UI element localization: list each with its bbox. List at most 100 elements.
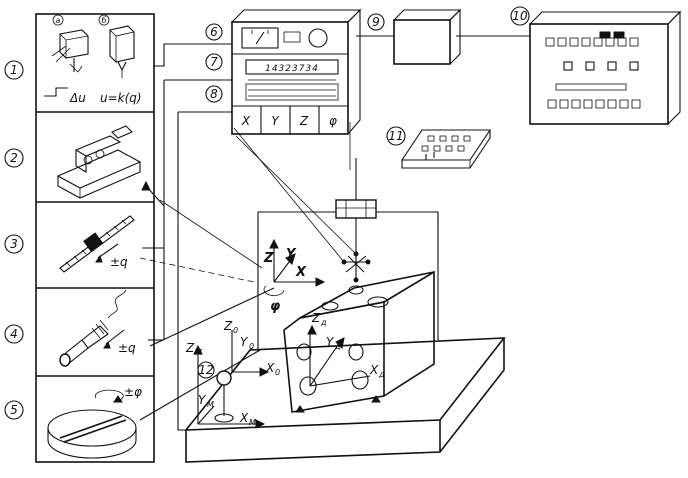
svg-text:±q: ±q [118, 341, 136, 355]
callout-7: 7 [205, 53, 223, 71]
axis-button-x: X [241, 114, 251, 128]
console-key [585, 61, 595, 71]
signal-arrow [141, 180, 151, 191]
svg-text:5: 5 [10, 403, 18, 417]
svg-text:0: 0 [233, 326, 238, 335]
svg-text:Y: Y [198, 393, 207, 407]
console-key [629, 61, 639, 71]
svg-text:11: 11 [388, 129, 403, 143]
sensor-type-a: a Δu [44, 14, 89, 105]
signal-line [159, 199, 263, 269]
svg-text:6: 6 [210, 25, 218, 39]
signal-line [235, 135, 357, 255]
counter-unit: 14323734 X Y Z φ 6 7 8 [205, 8, 362, 135]
sensor-rotary-table: ±φ [47, 385, 142, 459]
svg-text:Z: Z [223, 319, 233, 333]
svg-text:X: X [265, 361, 275, 375]
base-plate [184, 337, 506, 431]
svg-text:9: 9 [372, 15, 380, 29]
axis-label-phi: φ [270, 299, 280, 314]
axis-button-y: Y [271, 114, 280, 128]
axis-label-z: Z [263, 251, 274, 266]
control-knob [308, 28, 328, 48]
svg-text:б: б [102, 16, 107, 25]
svg-text:M: M [195, 348, 202, 357]
machine-frame: Z M Y M X M [185, 341, 266, 429]
callout-9: 9 [367, 13, 385, 31]
svg-text:8: 8 [210, 87, 218, 101]
callout-11: 11 [386, 126, 406, 146]
svg-text:±q: ±q [110, 255, 128, 269]
measuring-machine: 12 [184, 158, 506, 463]
zero-frame: Z 0 Y 0 X 0 [223, 319, 280, 377]
callout-8: 8 [205, 85, 223, 103]
signal-line [149, 287, 275, 347]
svg-text:Z: Z [311, 311, 321, 325]
console-key [607, 61, 617, 71]
key-row [547, 99, 641, 109]
svg-text:Z: Z [185, 341, 195, 355]
workpiece [283, 270, 435, 413]
callout-4: 4 [4, 324, 24, 344]
svg-text:д: д [320, 318, 327, 327]
svg-text:X: X [239, 411, 249, 425]
svg-text:X: X [369, 363, 379, 377]
svg-text:M: M [249, 418, 256, 427]
signal-line [233, 127, 345, 263]
axis-button-z: Z [299, 114, 309, 128]
svg-text:a: a [56, 16, 61, 25]
axis-label-y: Y [286, 247, 297, 262]
indicator-lamp [283, 31, 301, 43]
signal-line [154, 43, 232, 67]
svg-text:M: M [207, 400, 214, 409]
svg-text:u=k(q): u=k(q) [100, 91, 142, 105]
callout-10: 10 [510, 6, 530, 26]
svg-text:4: 4 [10, 327, 18, 341]
svg-text:Y: Y [240, 335, 249, 349]
svg-text:10: 10 [512, 9, 528, 23]
svg-text:Y: Y [326, 335, 335, 349]
svg-text:0: 0 [275, 368, 280, 377]
axis-button-phi: φ [329, 114, 337, 128]
svg-text:Δu: Δu [69, 91, 86, 105]
indicator-row [545, 31, 639, 47]
callout-1: 1 [4, 60, 24, 80]
sensor-panel: 1 2 3 4 5 a Δu [4, 13, 155, 463]
sensor-carriage [56, 125, 142, 199]
callout-5: 5 [4, 400, 24, 420]
signal-bus [177, 112, 190, 431]
reference-sphere [214, 370, 234, 423]
svg-text:±φ: ±φ [124, 385, 142, 399]
svg-text:д: д [334, 342, 341, 351]
sensor-panel-frame [35, 13, 155, 463]
part-frame: Z д Y д X д [307, 311, 385, 387]
computer-console: 10 [510, 6, 682, 125]
sensor-inductive: ±q [59, 289, 136, 367]
svg-text:12: 12 [198, 363, 213, 377]
svg-text:3: 3 [10, 237, 18, 251]
sensor-linear-scale: ±q [59, 215, 135, 273]
axis-label-x: X [295, 265, 307, 280]
callout-2: 2 [4, 148, 24, 168]
interface-block: 9 [367, 8, 462, 65]
callout-3: 3 [4, 234, 24, 254]
svg-text:д: д [378, 370, 385, 379]
console-key [563, 61, 573, 71]
callout-6: 6 [205, 23, 223, 41]
svg-text:7: 7 [210, 55, 218, 69]
digital-display [245, 59, 339, 75]
spindle-carriage [335, 199, 377, 219]
probe-head [341, 251, 371, 283]
svg-text:0: 0 [249, 342, 254, 351]
svg-text:2: 2 [10, 151, 18, 165]
callout-12: 12 [197, 361, 215, 379]
analog-gauge [241, 27, 279, 49]
signal-line [139, 257, 255, 283]
sensor-type-b: б u=k(q) [98, 14, 142, 105]
probe-frame: Z Y X φ [263, 238, 326, 314]
control-pad: 11 [386, 126, 492, 169]
svg-text:1: 1 [10, 63, 18, 77]
digital-display-value: 14323734 [265, 64, 319, 74]
